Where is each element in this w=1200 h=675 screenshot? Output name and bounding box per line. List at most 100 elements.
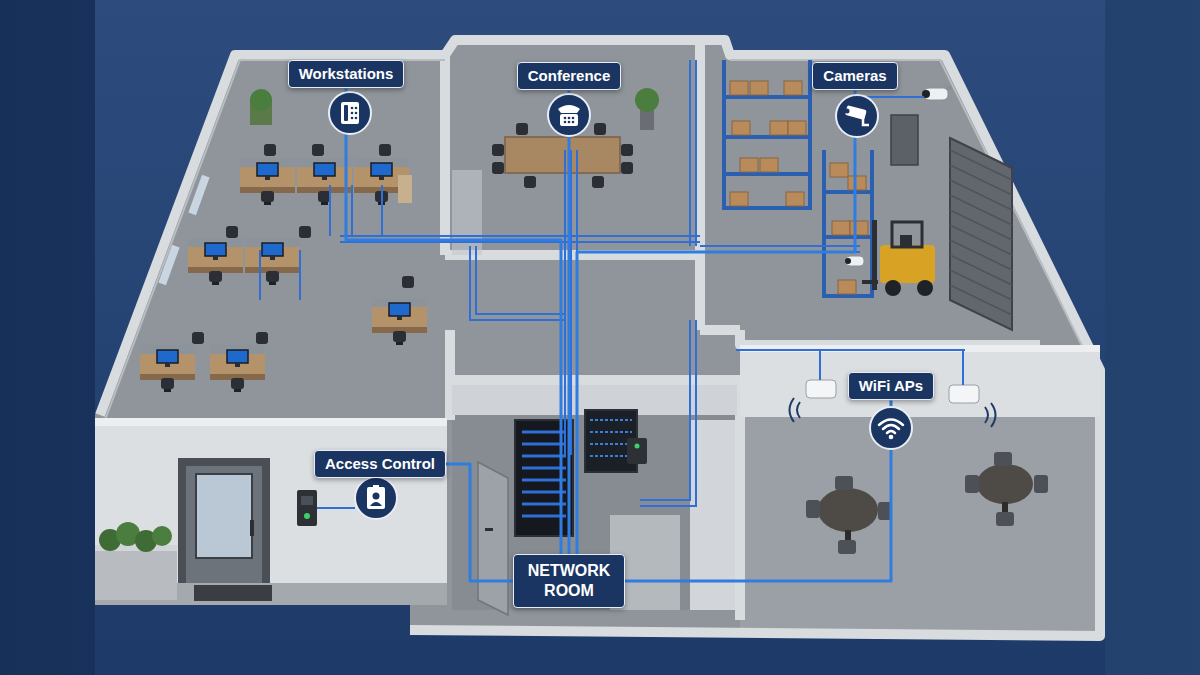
lounge [996,512,1014,526]
phone-icon [558,105,580,113]
shelf-rack [722,135,812,139]
badge-label: WiFi APs [859,377,923,396]
lounge [1034,475,1048,493]
shelf-rack [730,81,748,95]
security-camera [922,86,952,100]
badge-label: Access Control [325,455,435,474]
office-workstations [188,238,243,285]
shelf-rack [722,206,812,210]
entrance-wall [297,490,317,526]
entrance-wall [95,418,447,426]
shelf-rack [848,176,866,190]
conference-room [635,88,659,112]
rollup-door [950,150,1012,315]
phone-icon [351,112,354,115]
wifi-access-point [806,380,836,398]
shelf-rack [750,81,768,95]
shelf-rack [732,121,750,135]
conference-room [505,137,620,173]
badge-icon [355,477,397,519]
shelf-rack [832,221,850,235]
cable-connector [577,90,855,554]
shelf-rack [760,158,778,172]
network-room-walls [485,528,493,531]
office-workstations [264,144,276,156]
conference-room [592,176,604,188]
server-rack [627,438,647,464]
phone-icon [355,112,358,115]
walls [440,55,450,255]
shelf-rack [786,192,804,206]
entrance-wall [196,474,252,558]
conference-room [492,162,504,174]
forklift [917,280,933,296]
cable-tray [640,320,696,506]
area-badge: WiFi APs [848,372,934,401]
wifi-icon [870,407,912,449]
office-workstations [398,175,412,203]
phone-icon [351,107,354,110]
shelf-rack [784,81,802,95]
lounge [977,464,1033,504]
office-workstations [372,298,427,345]
camera-icon [845,109,850,114]
office-workstations [312,144,324,156]
badge-icon [373,493,380,500]
cable-tray [860,96,924,98]
server-rack [522,432,566,516]
shelf-rack [822,235,874,239]
shelf-rack [788,121,806,135]
forklift [872,220,877,290]
phone-icon [568,117,571,120]
building-floor [740,415,1100,635]
lounge [838,540,856,554]
cable-tray [330,185,382,236]
shelf-rack [722,60,812,210]
area-badge: Access Control [314,450,446,479]
camera-icon [863,118,869,125]
entrance-wall [152,526,172,546]
phone-icon [564,117,567,120]
office-workstations [140,345,195,392]
shelf-rack [730,192,748,206]
phone-icon [329,92,371,134]
office-workstations [299,226,311,238]
wifi-access-point [985,403,996,427]
security-camera [845,258,851,264]
phone-icon [344,105,348,121]
wifi-access-point [790,398,801,422]
phone-icon [568,121,571,124]
shelf-rack [822,150,826,298]
cable-tray [317,507,355,509]
warehouse [891,115,918,165]
office-workstations [240,158,295,205]
entrance-wall [250,520,254,536]
shelf-rack [770,121,788,135]
server-rack [590,420,632,456]
office-workstations [245,238,300,285]
cable-tray [565,150,577,455]
room-badge: NETWORK ROOM [513,554,625,608]
background [95,0,1105,675]
entrance-wall [304,513,310,519]
badge-icon [370,502,382,506]
badge-label: Workstations [299,65,394,84]
phone-icon [548,94,590,136]
cable-connector [625,400,891,581]
shelf-rack [822,294,874,298]
shelf-rack [838,280,856,294]
phone-icon [355,117,358,120]
badge-label: NETWORK ROOM [522,561,616,601]
cable-connector [568,90,571,554]
lounge [965,475,979,493]
area-badge: Conference [517,62,622,91]
rollup-door [950,138,1012,330]
cable-tray [470,246,565,320]
cable-tray [260,60,965,508]
forklift [900,235,912,247]
entrance-wall [194,585,272,601]
phone-icon [564,121,567,124]
cable-connector [446,464,513,581]
